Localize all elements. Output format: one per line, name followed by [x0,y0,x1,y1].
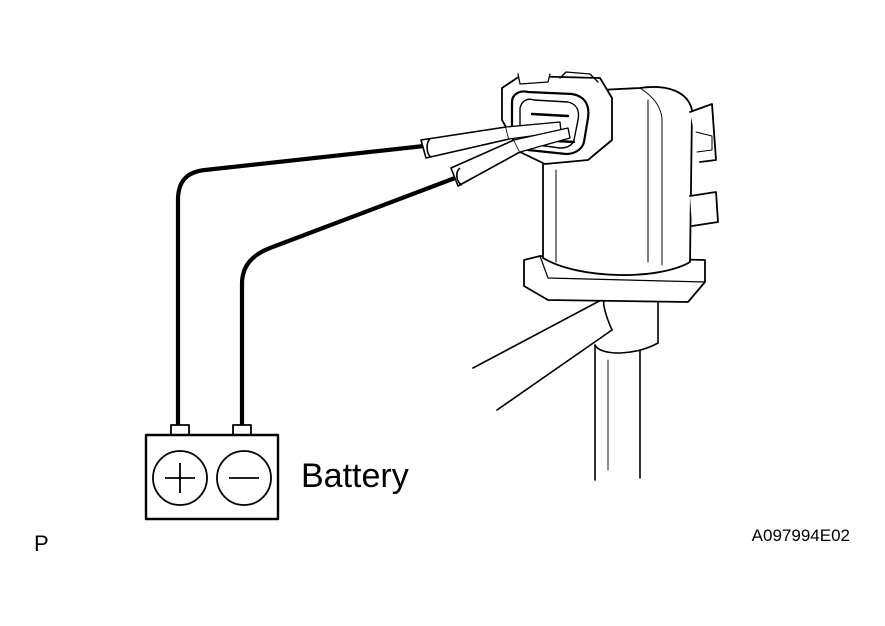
figure-id-label: A097994E02 [752,526,850,545]
negative-lead-wire [239,175,458,428]
battery-positive-post [170,424,190,436]
sensor-body [501,71,719,303]
pipe-assembly [472,297,659,481]
battery-negative-post [232,424,252,436]
corner-mark-label: P [34,531,49,556]
positive-lead-wire [175,143,427,428]
battery-label: Battery [301,457,409,495]
test-leads [175,143,458,428]
battery [144,424,280,521]
test-probes [420,121,571,187]
